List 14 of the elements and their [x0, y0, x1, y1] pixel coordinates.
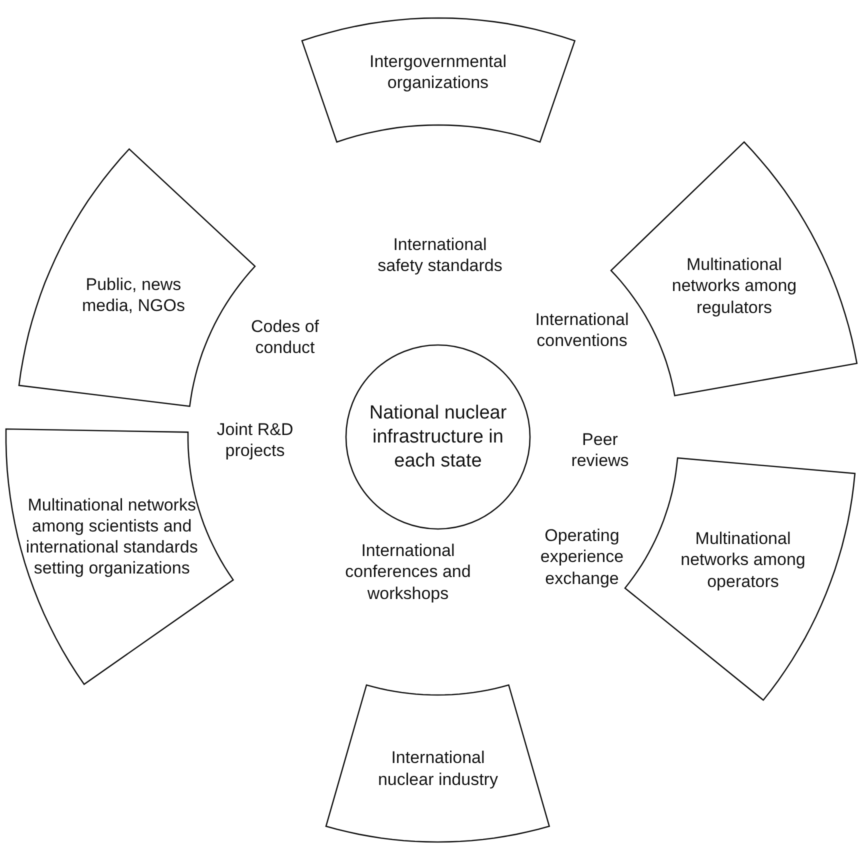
relation-label: Operating experience exchange: [539, 525, 625, 589]
segment-label: Multinational networks among operators: [680, 528, 806, 592]
relation-label: International safety standards: [376, 234, 504, 276]
relation-label: Codes of conduct: [250, 316, 320, 358]
segment-label: Multinational networks among scientists and international standards setting organizations: [24, 494, 199, 580]
relation-label: Joint R&D projects: [216, 418, 294, 462]
relation-label: Peer reviews: [570, 428, 630, 472]
segment-label: Intergovernmental organizations: [368, 50, 508, 93]
segment-label: International nuclear industry: [376, 747, 499, 790]
center-label: National nuclear infrastructure in each state: [368, 401, 508, 473]
segment-label: Public, news media, NGOs: [80, 274, 186, 316]
relation-label: International conferences and workshops: [344, 540, 472, 604]
segment-label: Multinational networks among regulators: [670, 254, 798, 318]
relation-label: International conventions: [534, 308, 630, 352]
